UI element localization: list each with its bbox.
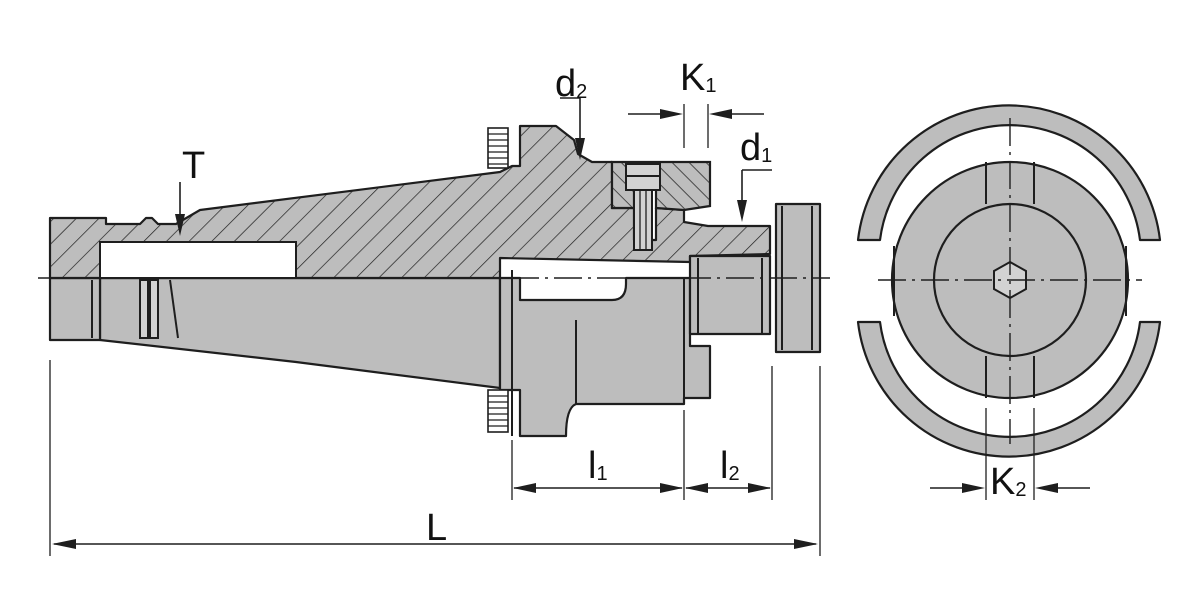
arbor-end-washer <box>774 202 822 354</box>
end-view-lower-ring <box>856 320 1162 458</box>
label-K2: K2 <box>990 461 1026 503</box>
key-screw <box>625 163 661 251</box>
flange-lower <box>498 276 712 438</box>
label-T: T <box>182 145 205 187</box>
label-d1: d1 <box>740 127 772 169</box>
inner-bore-upper <box>99 241 297 279</box>
end-view-upper-ring <box>856 104 1162 242</box>
arbor-shaft <box>688 254 772 336</box>
label-d2: d2 <box>555 63 587 105</box>
label-l1: l1 <box>588 445 608 487</box>
side-view <box>38 124 830 438</box>
grip-knurl-upper <box>487 127 509 169</box>
label-K1: K1 <box>680 57 716 99</box>
label-l2: l2 <box>720 445 740 487</box>
label-L: L <box>426 507 447 549</box>
pull-stud-grooves <box>91 279 179 339</box>
dimensions: L l1 l2 T d2 <box>49 57 1090 556</box>
end-view <box>856 104 1162 458</box>
grip-knurl-lower <box>487 389 509 433</box>
taper-lower-half <box>98 276 502 390</box>
